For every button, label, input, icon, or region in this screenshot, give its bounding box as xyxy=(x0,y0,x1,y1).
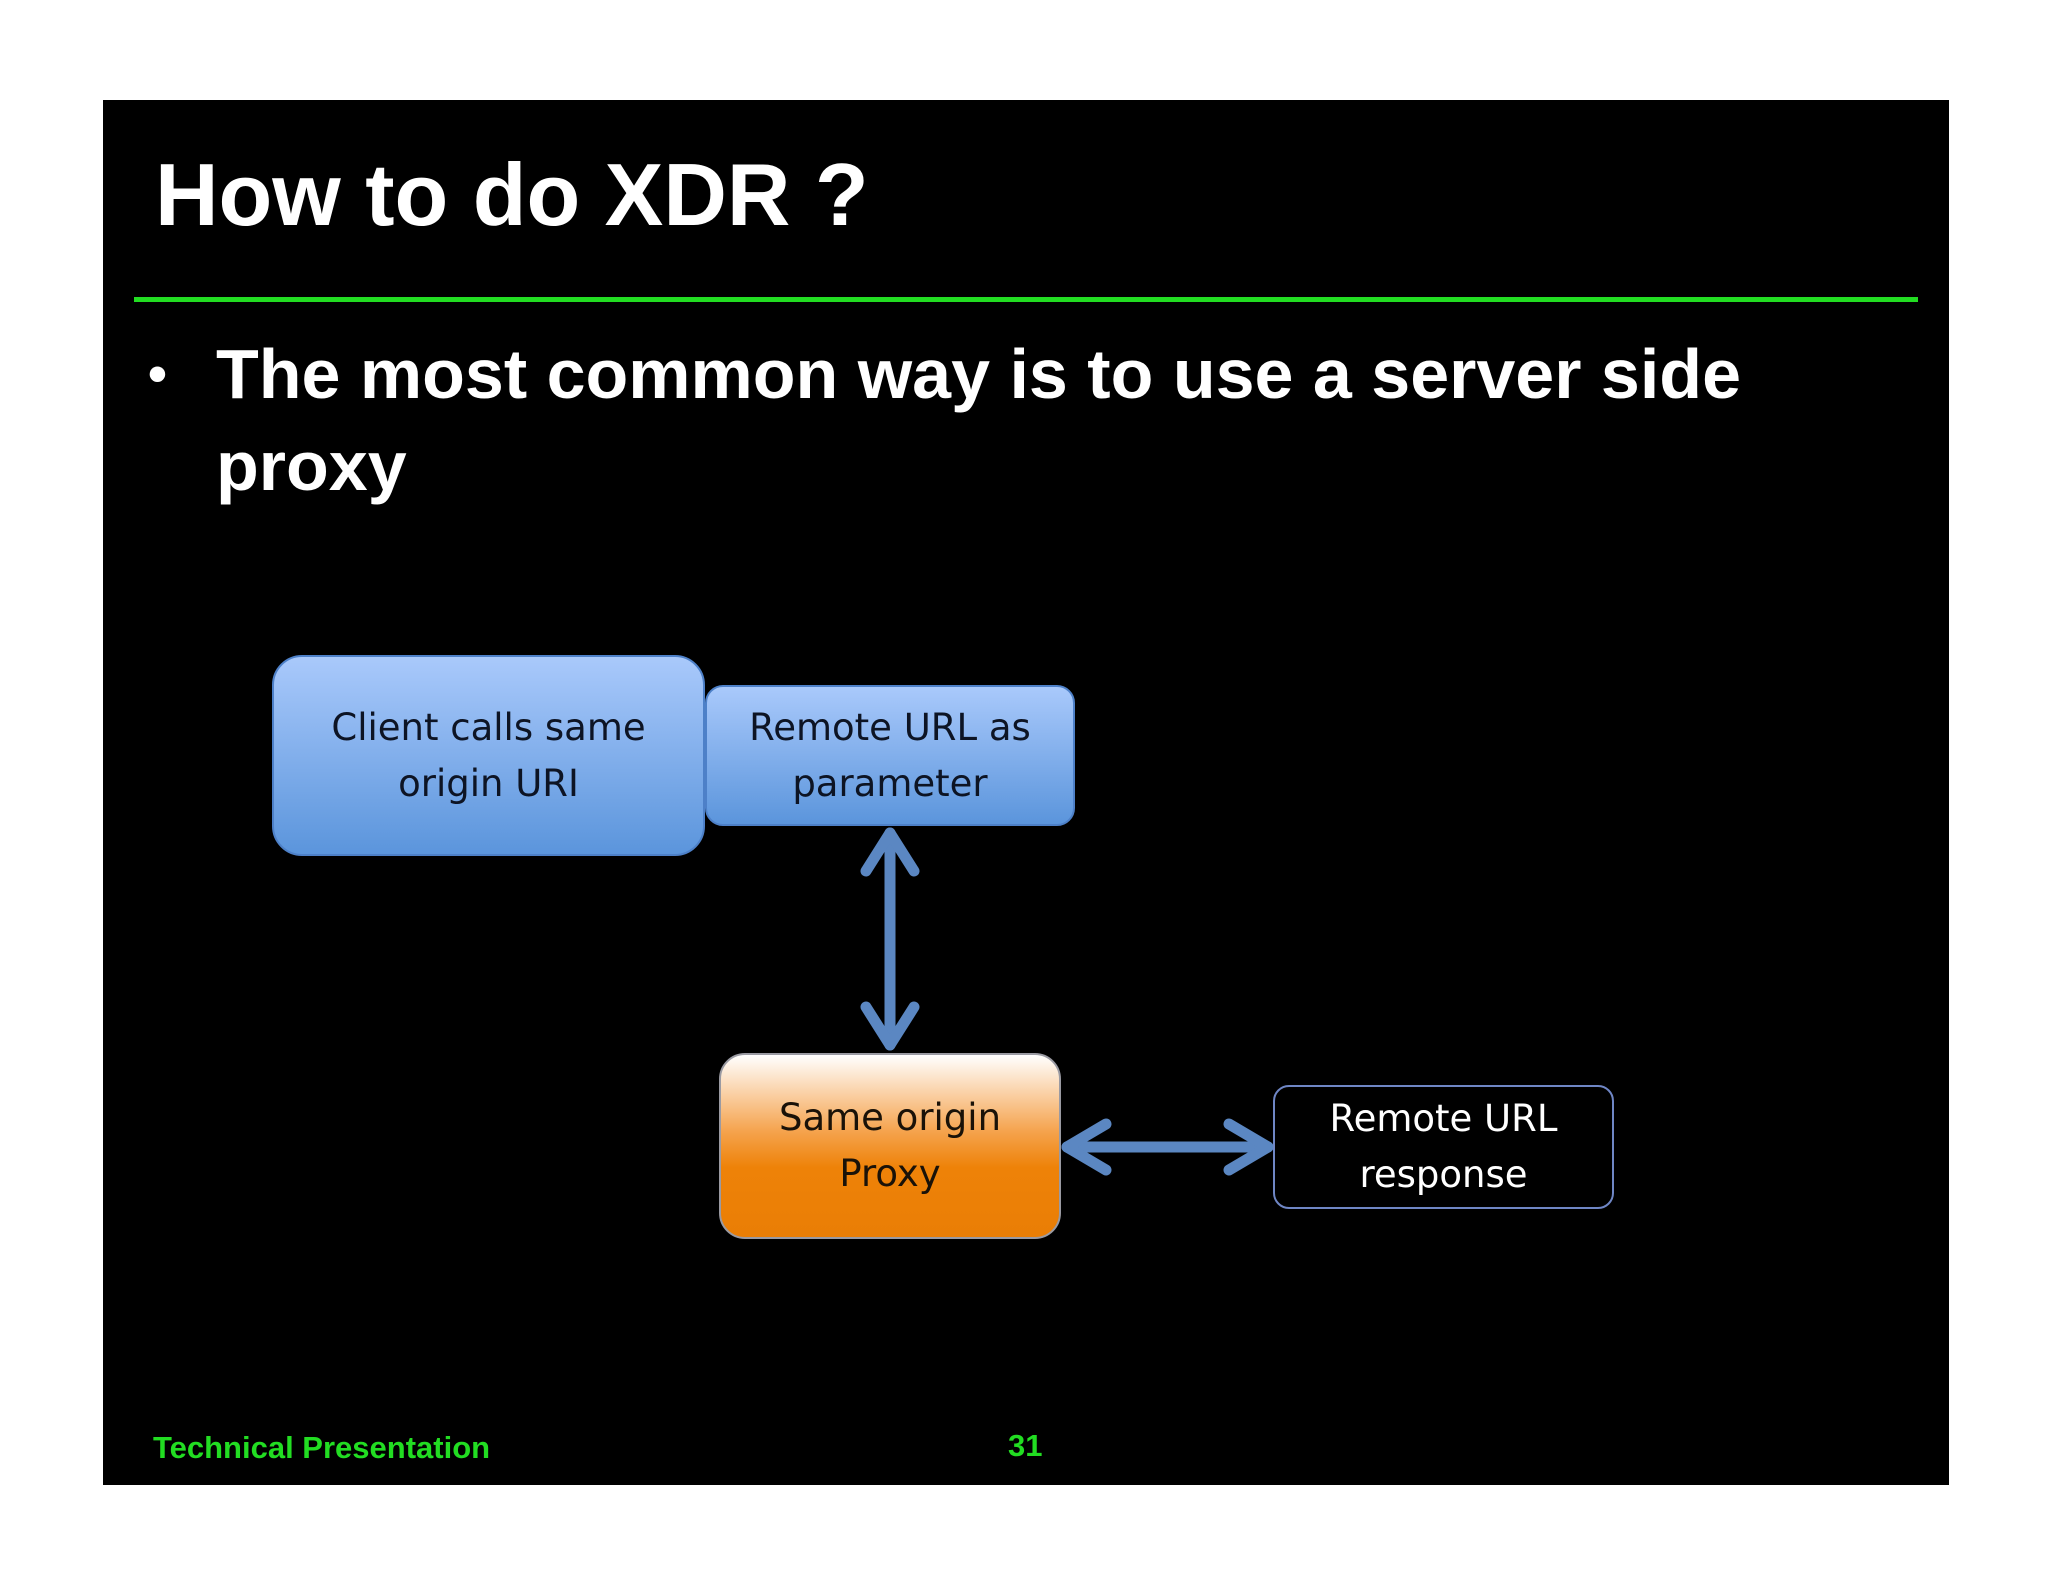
vertical-double-arrow xyxy=(860,827,920,1051)
diagram-connectors xyxy=(860,827,1274,1176)
node-remote-url-parameter: Remote URL as parameter xyxy=(705,685,1075,826)
node-same-origin-proxy: Same origin Proxy xyxy=(719,1053,1061,1239)
horizontal-arrow-head-right xyxy=(1223,1118,1274,1176)
slide: How to do XDR ? • The most common way is… xyxy=(103,100,1949,1485)
horizontal-double-arrow xyxy=(1061,1118,1274,1176)
bullet-text: The most common way is to use a server s… xyxy=(216,335,1741,505)
vertical-arrow-head-down xyxy=(860,1001,920,1051)
node-param-label: Remote URL as parameter xyxy=(749,705,1031,805)
slide-title: How to do XDR ? xyxy=(155,145,869,244)
title-rule xyxy=(134,297,1918,302)
title-rule-line xyxy=(134,297,1918,302)
horizontal-arrow-head-left xyxy=(1061,1118,1112,1176)
node-client-label: Client calls same origin URI xyxy=(331,705,646,805)
vertical-arrow-head-up xyxy=(860,827,920,877)
footer-presentation-name: Technical Presentation xyxy=(153,1430,491,1465)
node-client-calls-same-origin: Client calls same origin URI xyxy=(272,655,705,856)
bullet-item: • The most common way is to use a server… xyxy=(148,328,1908,512)
footer-page-number: 31 xyxy=(1008,1428,1043,1463)
proxy-diagram: Client calls same origin URI Remote URL … xyxy=(103,100,1949,1485)
node-proxy-label: Same origin Proxy xyxy=(778,1096,1002,1195)
node-response-label: Remote URL response xyxy=(1329,1097,1558,1196)
node-remote-url-response: Remote URL response xyxy=(1273,1085,1614,1209)
bullet-dot: • xyxy=(148,344,167,404)
